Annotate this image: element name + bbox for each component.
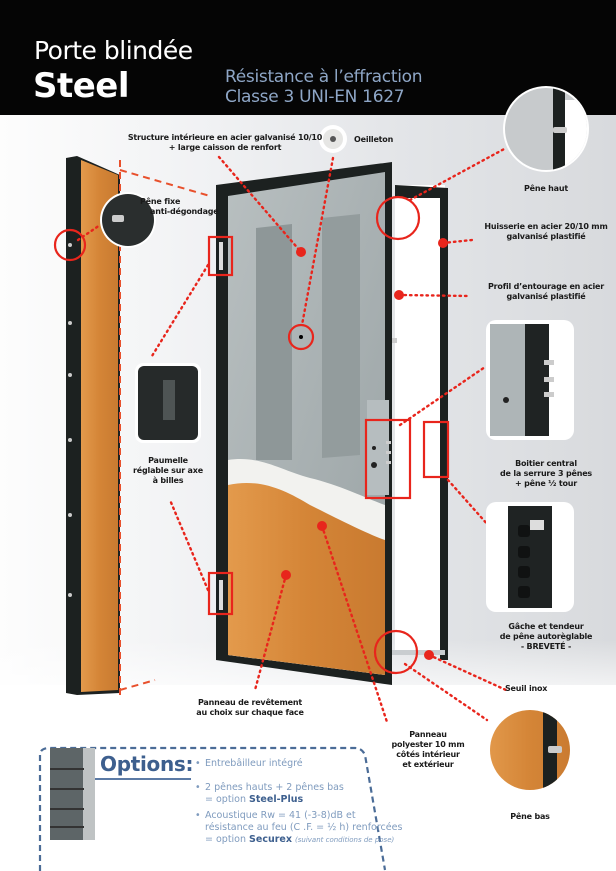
label-huisserie: Huisserie en acier 20/10 mm galvanisé pl… — [476, 222, 616, 242]
side-panel-wood — [81, 160, 118, 692]
detail-paumelle — [135, 363, 201, 443]
label-paumelle: Paumelle réglable sur axe à billes — [128, 456, 208, 486]
option-text: résistance au feu (C .F. = ½ h) renforcé… — [205, 822, 403, 833]
peephole — [299, 335, 303, 339]
option-item: • Entrebâilleur intégré — [195, 758, 303, 770]
title-line-1: Porte blindée — [34, 36, 193, 65]
top-bolt — [392, 338, 397, 343]
highlight-peephole — [287, 323, 315, 351]
label-line: Paumelle — [148, 456, 188, 465]
label-line: Pêne fixe — [140, 197, 181, 206]
title-line-2: Steel — [33, 66, 130, 106]
label-line: Structure intérieure en acier galvanisé … — [127, 133, 323, 142]
label-profil: Profil d’entourage en acier galvanisé pl… — [476, 282, 616, 302]
construction-lines — [119, 160, 211, 700]
side-bolt — [68, 373, 72, 377]
label-pene-bas: Pêne bas — [500, 812, 560, 822]
label-line: Profil d’entourage en acier — [488, 282, 604, 291]
lock-plate — [367, 400, 389, 495]
detail-oeilleton — [319, 125, 347, 153]
label-gache: Gâche et tendeur de pêne autorèglable - … — [476, 622, 616, 652]
door-leaf — [216, 162, 397, 685]
subtitle-line-2: Classe 3 UNI-EN 1627 — [225, 87, 405, 107]
door-panel-left — [256, 224, 292, 460]
label-oeilleton: Oeilleton — [354, 135, 393, 145]
door-panel-right — [322, 214, 360, 458]
bullet-icon: • — [195, 810, 201, 821]
options-thumbnail — [50, 748, 95, 840]
label-line: Pêne bas — [510, 812, 550, 821]
options-title: Options: — [100, 752, 194, 776]
option-text: Entrebâilleur intégré — [205, 758, 303, 769]
detail-boitier — [486, 320, 574, 440]
label-pene-haut: Pêne haut — [506, 184, 586, 194]
leader-lines — [76, 146, 508, 724]
bullet-icon: • — [195, 782, 201, 793]
label-panneau-polyester: Panneau polyester 10 mm côtés intérieur … — [378, 730, 478, 770]
highlight-hinge-top — [207, 235, 234, 277]
label-line: Seuil inox — [505, 684, 548, 693]
label-line: - BREVETÉ - — [520, 642, 572, 651]
highlight-strike — [422, 420, 450, 479]
option-item: • 2 pênes hauts + 2 pênes bas = option St… — [195, 782, 344, 806]
bullet-icon: • — [195, 758, 201, 769]
highlight-pene-fixe — [53, 228, 87, 262]
side-panel-edge — [66, 156, 120, 695]
label-line: anti-dégondage — [150, 207, 219, 216]
option-text: = option — [205, 834, 250, 845]
detail-pene-bas — [488, 708, 572, 792]
highlight-hinge-bottom — [207, 571, 234, 616]
option-note: (suivant conditions de pose) — [295, 836, 395, 844]
detail-pene-fixe — [100, 192, 156, 248]
option-name: Securex — [249, 834, 292, 845]
label-line: + large caisson de renfort — [168, 143, 282, 152]
label-seuil: Seuil inox — [505, 684, 547, 694]
label-structure: Structure intérieure en acier galvanisé … — [105, 133, 345, 153]
label-line: côtés intérieur — [396, 750, 460, 759]
label-line: polyester 10 mm — [391, 740, 465, 749]
options-box-border — [38, 746, 387, 871]
label-line: Gâche et tendeur — [508, 622, 584, 631]
label-boitier: Boitier central de la serrure 3 pênes + … — [476, 459, 616, 489]
subtitle-line-1: Résistance à l’effraction — [225, 67, 423, 87]
side-bolt — [68, 321, 72, 325]
label-pene-fixe: Pêne fixe anti-dégondage — [140, 197, 219, 217]
label-line: Huisserie en acier 20/10 mm — [484, 222, 608, 231]
label-line: Oeilleton — [354, 135, 394, 144]
hinge-top — [219, 242, 223, 270]
label-line: au choix sur chaque face — [196, 708, 304, 717]
detail-gache — [486, 502, 574, 612]
option-text: Acoustique Rw = 41 (-3-8)dB et — [205, 810, 356, 821]
label-line: Panneau — [409, 730, 447, 739]
label-line: + pêne ½ tour — [515, 479, 577, 488]
header-banner — [0, 0, 616, 115]
label-line: galvanisé plastifié — [506, 292, 586, 301]
options-underline — [95, 778, 191, 780]
label-line: et extérieur — [402, 760, 454, 769]
label-line: de pêne autorèglable — [499, 632, 593, 641]
label-line: galvanisé plastifié — [506, 232, 586, 241]
hinge-bottom — [219, 580, 223, 610]
side-bolt — [68, 243, 72, 247]
option-text: = option — [205, 794, 250, 805]
label-line: Panneau de revêtement — [197, 698, 303, 707]
label-line: réglable sur axe — [133, 466, 203, 475]
side-bolt — [68, 438, 72, 442]
option-name: Steel-Plus — [249, 794, 304, 805]
label-panneau-revetement: Panneau de revêtement au choix sur chaqu… — [180, 698, 320, 718]
highlight-pene-haut — [375, 195, 421, 241]
label-line: Pêne haut — [523, 184, 568, 193]
label-line: à billes — [152, 476, 184, 485]
detail-pene-haut — [503, 86, 589, 172]
callout-highlights — [53, 195, 450, 675]
side-bolt — [68, 593, 72, 597]
option-item: • Acoustique Rw = 41 (-3-8)dB et résistan… — [195, 810, 402, 846]
side-bolt — [68, 513, 72, 517]
highlight-lock — [364, 418, 412, 500]
highlight-pene-bas — [373, 629, 419, 675]
wood-cladding — [228, 482, 385, 675]
label-line: Boitier central — [515, 459, 577, 468]
option-text: 2 pênes hauts + 2 pênes bas — [205, 782, 344, 793]
label-line: de la serrure 3 pênes — [500, 469, 592, 478]
